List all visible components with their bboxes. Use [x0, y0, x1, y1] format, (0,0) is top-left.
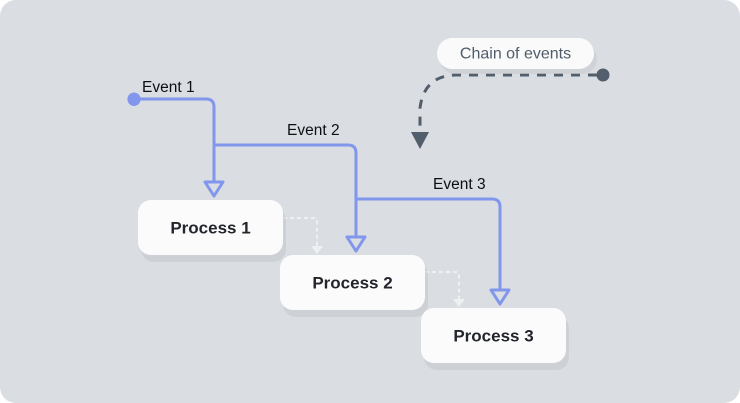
chain-of-events-dot	[596, 68, 610, 82]
event-1-start-dot	[127, 92, 141, 106]
process-1-label: Process 1	[170, 218, 250, 237]
event-connector-1	[127, 92, 225, 198]
process-3-box[interactable]	[421, 308, 566, 363]
event-1-label: Event 1	[142, 79, 195, 96]
process-2-box[interactable]	[280, 255, 425, 310]
node-process-2[interactable]: Process 2	[280, 255, 428, 317]
chain-of-events-pill[interactable]: Chain of events	[437, 38, 597, 74]
event-connector-3	[356, 197, 511, 306]
process-link-1-to-2	[283, 217, 323, 254]
process-link-2-to-3	[425, 271, 465, 307]
node-process-1[interactable]: Process 1	[138, 200, 286, 262]
process-2-label: Process 2	[312, 273, 392, 292]
process-3-label: Process 3	[453, 326, 533, 345]
event-2-label: Event 2	[287, 122, 340, 139]
event-3-label: Event 3	[433, 176, 486, 193]
process-1-box[interactable]	[138, 200, 283, 255]
chain-of-events-label: Chain of events	[460, 46, 571, 63]
node-process-3[interactable]: Process 3	[421, 308, 569, 370]
chain-of-events-pill-box[interactable]	[437, 38, 594, 69]
chain-of-events-arrow	[411, 68, 610, 149]
event-connector-2	[214, 143, 367, 253]
